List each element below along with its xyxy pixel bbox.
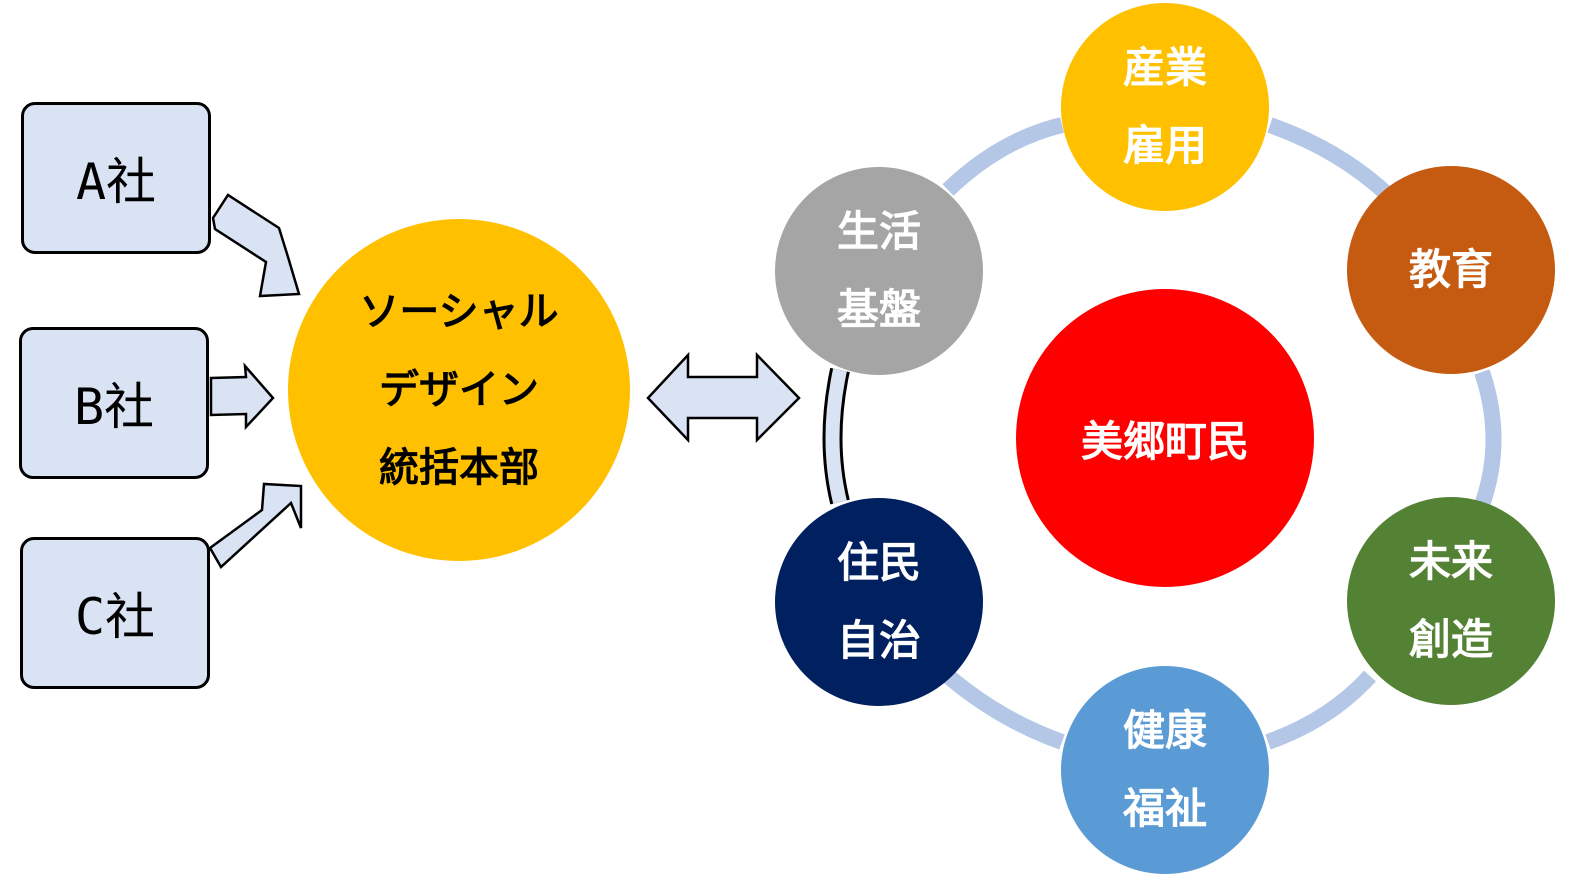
center-circle: 美郷町民: [1016, 289, 1314, 587]
arrow-c-to-hq: [208, 482, 303, 569]
company-label-a: A社: [75, 153, 157, 211]
hq-circle: ソーシャル デザイン 統括本部: [288, 219, 630, 561]
ring-arc-life-industry: [942, 117, 1064, 196]
company-label-b: B社: [73, 378, 155, 436]
company-box-a: A社: [21, 102, 211, 254]
center-label: 美郷町民: [1080, 416, 1249, 466]
hq-label-line-3: 統括本部: [379, 445, 539, 491]
node-resident-autonomy: 住民 自治: [775, 498, 983, 706]
node-life-infrastructure: 生活 基盤: [775, 167, 983, 375]
node-life-line-2: 基盤: [836, 285, 921, 334]
node-industry-line-1: 産業: [1122, 43, 1207, 92]
ring-arc-education-future: [1474, 369, 1502, 508]
ring-arc-health-residents: [942, 669, 1065, 750]
ring-arc-future-health: [1265, 670, 1376, 750]
hq-label-line-2: デザイン: [379, 367, 539, 413]
ring-arc-residents-life: [822, 367, 850, 505]
node-education-line-1: 教育: [1408, 245, 1493, 294]
node-future-line-1: 未来: [1408, 537, 1493, 586]
arrow-b-to-hq: [209, 362, 275, 431]
node-health-welfare: 健康 福祉: [1061, 666, 1269, 874]
double-arrow: [646, 351, 801, 444]
arrow-a-to-hq: [211, 193, 301, 298]
ring-arc-industry-education: [1267, 117, 1394, 201]
node-health-line-1: 健康: [1122, 706, 1207, 755]
node-residents-line-2: 自治: [836, 616, 921, 665]
node-education: 教育: [1347, 166, 1555, 374]
node-industry-line-2: 雇用: [1122, 121, 1207, 170]
hq-label-line-1: ソーシャル: [359, 289, 559, 335]
node-life-line-1: 生活: [836, 207, 921, 256]
node-future-creation: 未来 創造: [1347, 497, 1555, 705]
node-industry-employment: 産業 雇用: [1061, 3, 1269, 211]
node-health-line-2: 福祉: [1122, 784, 1207, 833]
company-box-b: B社: [19, 327, 209, 479]
company-label-c: C社: [74, 588, 156, 646]
company-box-c: C社: [20, 537, 210, 689]
node-residents-line-1: 住民: [836, 538, 921, 587]
node-future-line-2: 創造: [1408, 615, 1493, 664]
